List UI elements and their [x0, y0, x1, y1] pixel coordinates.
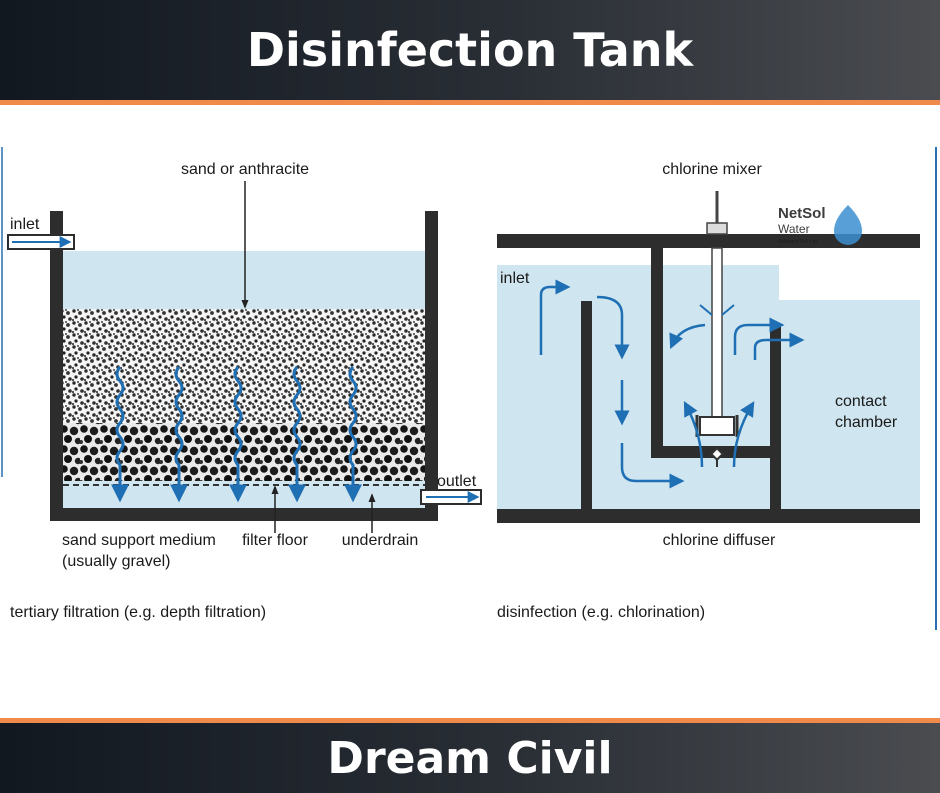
filter-inlet-label: inlet: [10, 216, 40, 233]
sand-layer: [63, 309, 425, 424]
netsol-logo: NetSol Water Solutions Pvt. Ltd.: [778, 205, 862, 245]
filtration-panel: inlet outlet sand or anthracite sand sup…: [7, 161, 482, 621]
chlorine-diffuser: [709, 446, 725, 467]
logo-line2: Water: [778, 222, 810, 236]
filter-left-wall: [50, 211, 63, 521]
filtration-caption: tertiary filtration (e.g. depth filtrati…: [10, 604, 266, 621]
inner-baffle: [581, 301, 592, 509]
disinfection-caption: disinfection (e.g. chlorination): [497, 604, 705, 621]
filter-flow-arrows: [111, 366, 362, 503]
gravel-layer: [63, 423, 425, 481]
underdrain-label: underdrain: [342, 532, 419, 549]
support-medium-sublabel: (usually gravel): [62, 553, 170, 570]
filter-inlet-pipe: [7, 234, 75, 250]
disinfection-panel: chlorine mixer inlet contact chamber chl…: [497, 161, 920, 621]
footer-brand: Dream Civil: [0, 718, 940, 793]
page-title: Disinfection Tank: [0, 0, 940, 105]
mixer-housing-left-wall: [651, 248, 663, 458]
filter-floor-label: filter floor: [242, 532, 308, 549]
logo-line3: Solutions Pvt. Ltd.: [778, 239, 818, 245]
filter-bottom: [50, 508, 438, 521]
disinfection-flow-arrows: [539, 279, 805, 489]
disinfection-top-slab: [497, 234, 920, 248]
disinfection-bottom-slab: [497, 509, 920, 523]
contact-chamber-water: [658, 300, 920, 510]
filter-outlet-pipe: [420, 489, 482, 505]
diffuser-label: chlorine diffuser: [663, 532, 776, 549]
filter-outlet-label: outlet: [437, 473, 477, 490]
contact-chamber-label: contact: [835, 393, 887, 410]
contact-chamber-wall: [770, 327, 781, 509]
logo-line1: NetSol: [778, 205, 826, 222]
disinfection-inlet-label: inlet: [500, 270, 530, 287]
chlorine-mixer: [695, 191, 739, 437]
mixer-label: chlorine mixer: [662, 161, 762, 178]
contact-chamber-sublabel: chamber: [835, 414, 898, 431]
sand-label: sand or anthracite: [181, 161, 309, 178]
support-medium-label: sand support medium: [62, 532, 216, 549]
diagram-canvas: inlet outlet sand or anthracite sand sup…: [1, 147, 937, 630]
filter-right-wall: [425, 211, 438, 521]
